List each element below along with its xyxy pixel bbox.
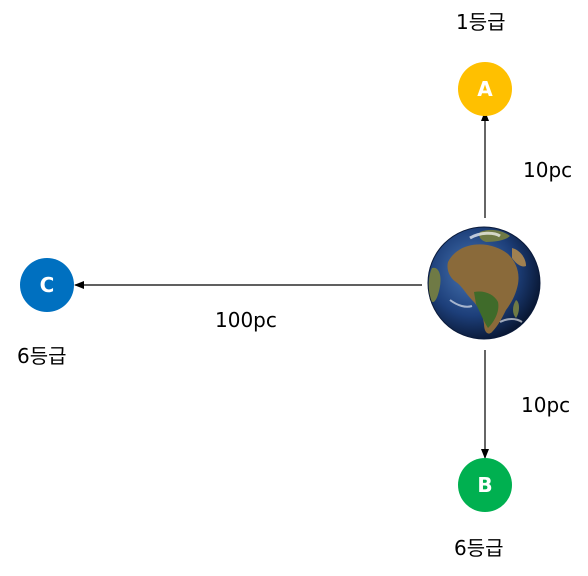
- star-c: C: [20, 258, 74, 312]
- distance-to-c: 100pc: [215, 308, 277, 332]
- distance-to-b: 10pc: [521, 393, 571, 417]
- star-a: A: [458, 62, 512, 116]
- star-a-label: A: [477, 77, 493, 101]
- earth-globe-icon: [427, 226, 541, 340]
- distance-to-a: 10pc: [523, 158, 573, 182]
- star-a-magnitude: 1등급: [456, 10, 506, 34]
- star-c-magnitude: 6등급: [17, 344, 67, 368]
- star-b-magnitude: 6등급: [454, 536, 504, 560]
- star-c-label: C: [39, 273, 55, 297]
- star-b: B: [458, 458, 512, 512]
- star-b-label: B: [477, 473, 493, 497]
